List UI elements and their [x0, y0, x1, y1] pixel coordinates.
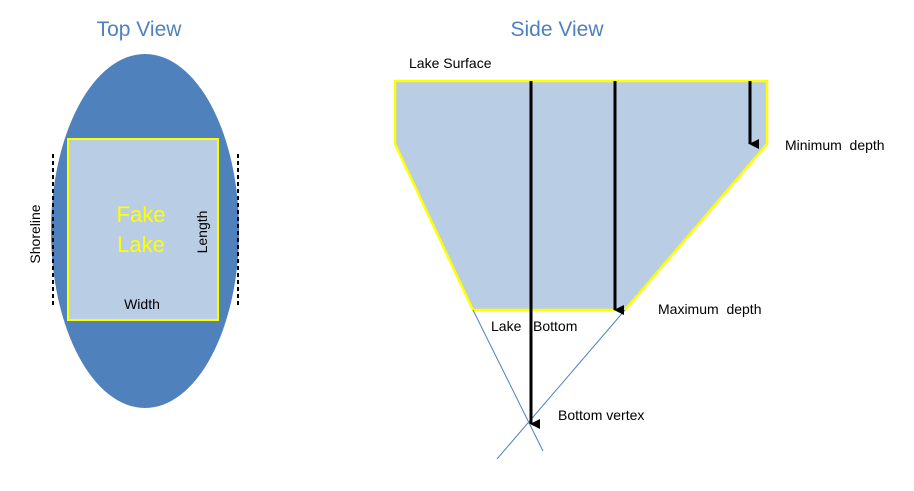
- right-side-extension-line: [496, 309, 626, 460]
- side-view-title: Side View: [510, 18, 604, 41]
- lake-bottom-label: Lake Bottom: [491, 318, 577, 334]
- top-view-title: Top View: [97, 18, 183, 41]
- lake-surface-label: Lake Surface: [409, 55, 492, 71]
- minimum-depth-label: Minimum depth: [785, 137, 885, 153]
- length-label: Length: [194, 211, 210, 254]
- shoreline-label: Shoreline: [27, 204, 43, 263]
- fake-lake-rectangle: [67, 138, 219, 321]
- bottom-vertex-label: Bottom vertex: [558, 407, 644, 423]
- width-label: Width: [124, 296, 160, 312]
- fake-lake-label-line1: Fake: [117, 202, 166, 227]
- maximum-depth-label: Maximum depth: [658, 301, 761, 317]
- lake-cross-section: [393, 79, 769, 312]
- fake-lake-label-line2: Lake: [117, 232, 165, 257]
